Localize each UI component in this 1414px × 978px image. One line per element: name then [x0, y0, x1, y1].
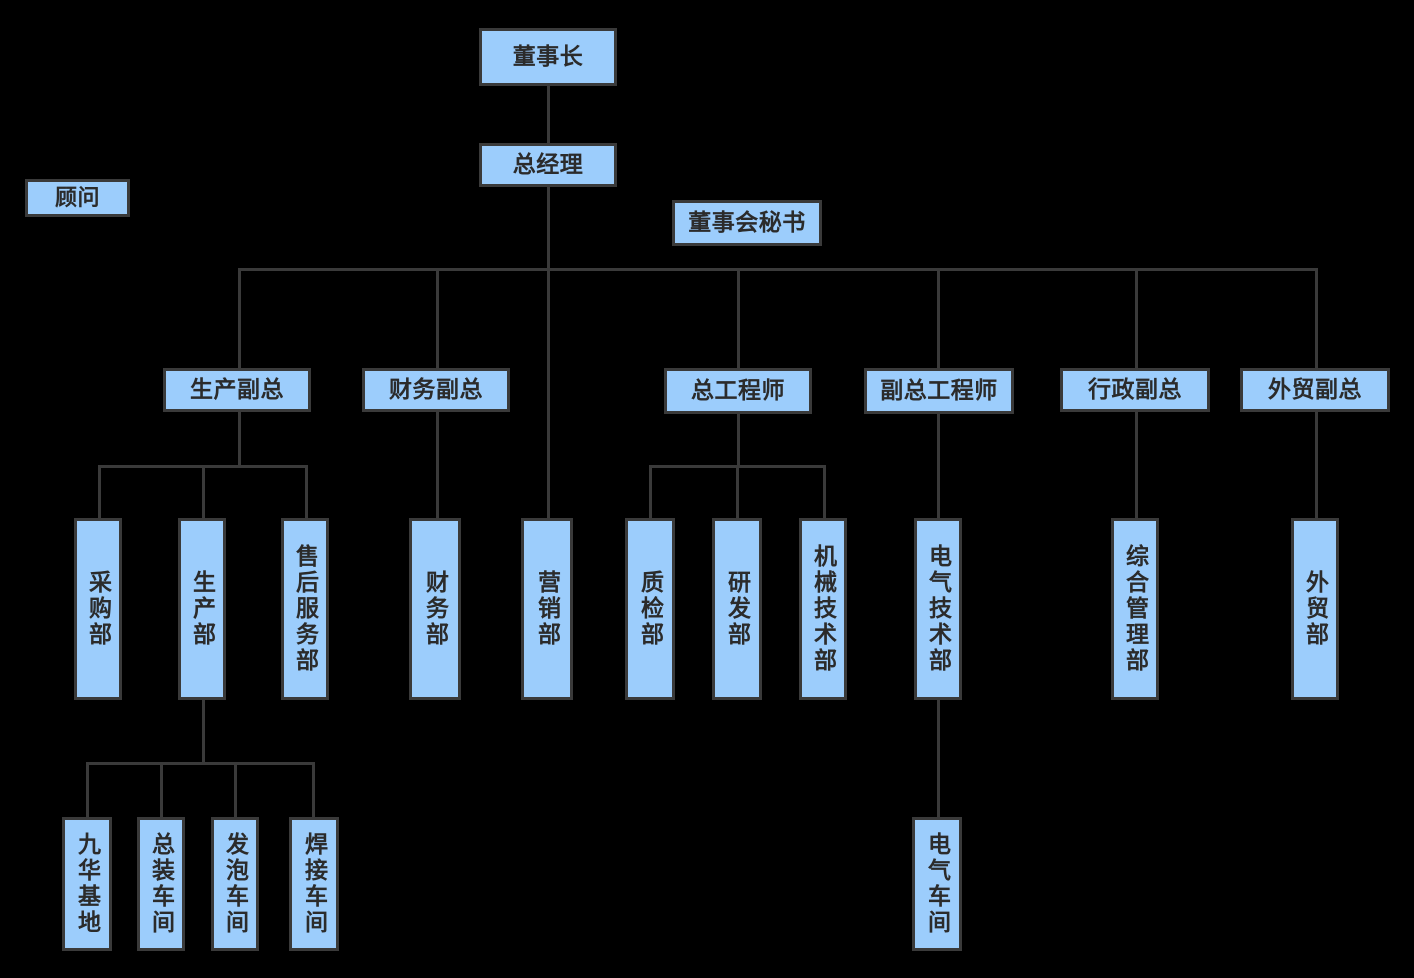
node-dept-marketing[interactable]: 营销部: [521, 518, 573, 700]
node-vp-production[interactable]: 生产副总: [163, 368, 311, 412]
connector-dept-production-stem: [202, 700, 205, 762]
connector-vp-finance-stem: [436, 412, 439, 518]
node-workshop-foaming[interactable]: 发泡车间: [211, 817, 259, 951]
connector-to-dept-general-admin: [1135, 412, 1138, 518]
node-vp-finance[interactable]: 财务副总: [362, 368, 510, 412]
node-workshop-assembly[interactable]: 总装车间: [137, 817, 185, 951]
connector-to-dept-rd: [736, 465, 739, 518]
connector-bus-to-deputy-engineer: [937, 268, 940, 368]
connector-to-ws-foaming: [234, 762, 237, 817]
connector-bus-to-chief-engineer: [737, 268, 740, 368]
node-dept-after-sales[interactable]: 售后服务部: [281, 518, 329, 700]
connector-to-base-jiuhua: [86, 762, 89, 817]
connector-bus-to-vp-admin: [1135, 268, 1138, 368]
node-general-manager[interactable]: 总经理: [479, 143, 617, 187]
node-vp-admin[interactable]: 行政副总: [1060, 368, 1210, 412]
connector-to-ws-assembly: [160, 762, 163, 817]
node-dept-purchasing[interactable]: 采购部: [74, 518, 122, 700]
connector-to-dept-foreign-trade: [1315, 412, 1318, 518]
node-dept-electrical[interactable]: 电气技术部: [914, 518, 962, 700]
connector-bus-to-vp-foreign-trade: [1315, 268, 1318, 368]
connector-to-dept-production: [202, 465, 205, 518]
connector-to-ws-electrical: [937, 700, 940, 817]
node-workshop-welding[interactable]: 焊接车间: [289, 817, 339, 951]
connector-workshops-bus: [86, 762, 315, 765]
node-dept-rd[interactable]: 研发部: [712, 518, 762, 700]
node-vp-foreign-trade[interactable]: 外贸副总: [1240, 368, 1390, 412]
connector-to-dept-electrical: [937, 414, 940, 518]
connector-chief-engineer-stem: [737, 414, 740, 465]
node-deputy-chief-engineer[interactable]: 副总工程师: [864, 368, 1014, 414]
node-dept-quality[interactable]: 质检部: [625, 518, 675, 700]
node-workshop-electrical[interactable]: 电气车间: [912, 817, 962, 951]
node-dept-finance[interactable]: 财务部: [409, 518, 461, 700]
connector-bus-to-vp-production: [238, 268, 241, 368]
connector-to-dept-mechanical: [823, 465, 826, 518]
connector-to-dept-after-sales: [305, 465, 308, 518]
connector-gm-trunk: [547, 187, 550, 518]
node-dept-mechanical[interactable]: 机械技术部: [799, 518, 847, 700]
node-board-secretary[interactable]: 董事会秘书: [672, 200, 822, 246]
connector-bus-to-vp-finance: [436, 268, 439, 368]
connector-to-dept-quality: [649, 465, 652, 518]
node-dept-production[interactable]: 生产部: [178, 518, 226, 700]
node-chief-engineer[interactable]: 总工程师: [664, 368, 812, 414]
node-dept-foreign-trade[interactable]: 外贸部: [1291, 518, 1339, 700]
node-dept-general-admin[interactable]: 综合管理部: [1111, 518, 1159, 700]
connector-vp-production-stem: [238, 412, 241, 465]
connector-chairman-gm: [547, 86, 550, 143]
connector-main-bus: [238, 268, 1318, 271]
node-chairman[interactable]: 董事长: [479, 28, 617, 86]
node-advisor[interactable]: 顾问: [25, 179, 130, 217]
connector-to-ws-welding: [312, 762, 315, 817]
connector-to-dept-purchasing: [98, 465, 101, 518]
node-base-jiuhua[interactable]: 九华基地: [62, 817, 112, 951]
